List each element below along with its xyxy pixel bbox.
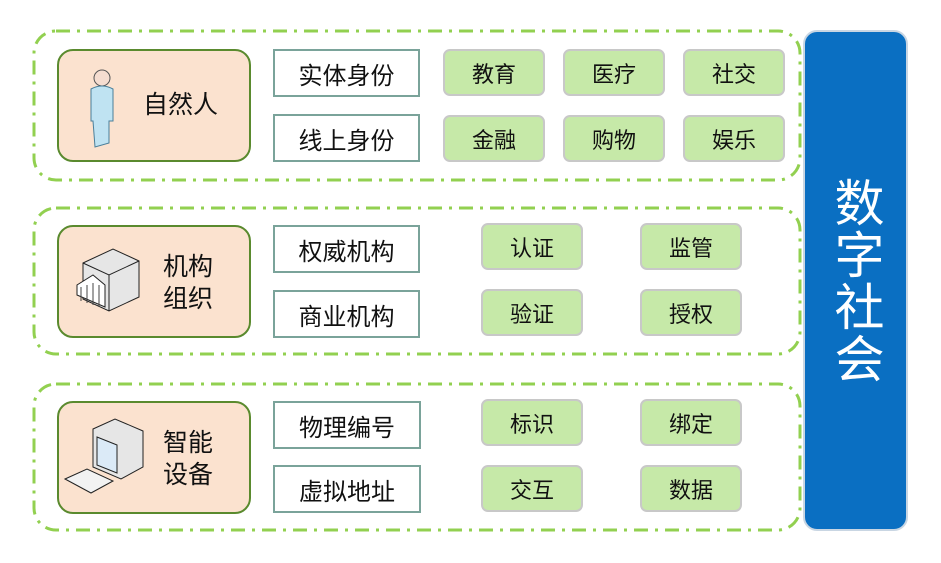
entity-natural-person: 自然人 <box>57 49 251 162</box>
tag-certification: 认证 <box>481 223 583 270</box>
tag-finance: 金融 <box>443 115 545 162</box>
identity-physical: 实体身份 <box>273 49 420 97</box>
identity-authority: 权威机构 <box>273 225 420 273</box>
group-frame-person <box>32 29 802 182</box>
digital-society-bar: 数字社会 <box>803 30 908 531</box>
identity-commercial: 商业机构 <box>273 290 420 338</box>
tag-medical: 医疗 <box>563 49 665 96</box>
institution-building-icon <box>76 248 140 312</box>
identity-physical-number: 物理编号 <box>273 401 421 449</box>
tag-entertainment: 娱乐 <box>683 115 785 162</box>
tag-education: 教育 <box>443 49 545 96</box>
digital-society-title: 数字社会 <box>826 176 885 385</box>
identity-virtual-address: 虚拟地址 <box>273 465 421 513</box>
entity-label: 智能设备 <box>163 428 214 489</box>
tag-binding: 绑定 <box>640 399 742 446</box>
identity-online: 线上身份 <box>273 114 420 162</box>
tag-interaction: 交互 <box>481 465 583 512</box>
tag-verification: 验证 <box>481 289 583 336</box>
entity-smart-device: 智能设备 <box>57 401 251 514</box>
tag-shopping: 购物 <box>563 115 665 162</box>
group-frame-organization <box>32 206 802 356</box>
computer-icon <box>63 418 144 494</box>
tag-supervision: 监管 <box>640 223 742 270</box>
person-icon <box>90 69 114 148</box>
tag-identification: 标识 <box>481 399 583 446</box>
tag-social: 社交 <box>683 49 785 96</box>
entity-label: 自然人 <box>143 90 219 119</box>
entity-label: 机构组织 <box>163 252 214 313</box>
group-frame-device <box>32 382 802 532</box>
tag-data: 数据 <box>640 465 742 512</box>
entity-organization: 机构组织 <box>57 225 251 338</box>
tag-authorization: 授权 <box>640 289 742 336</box>
